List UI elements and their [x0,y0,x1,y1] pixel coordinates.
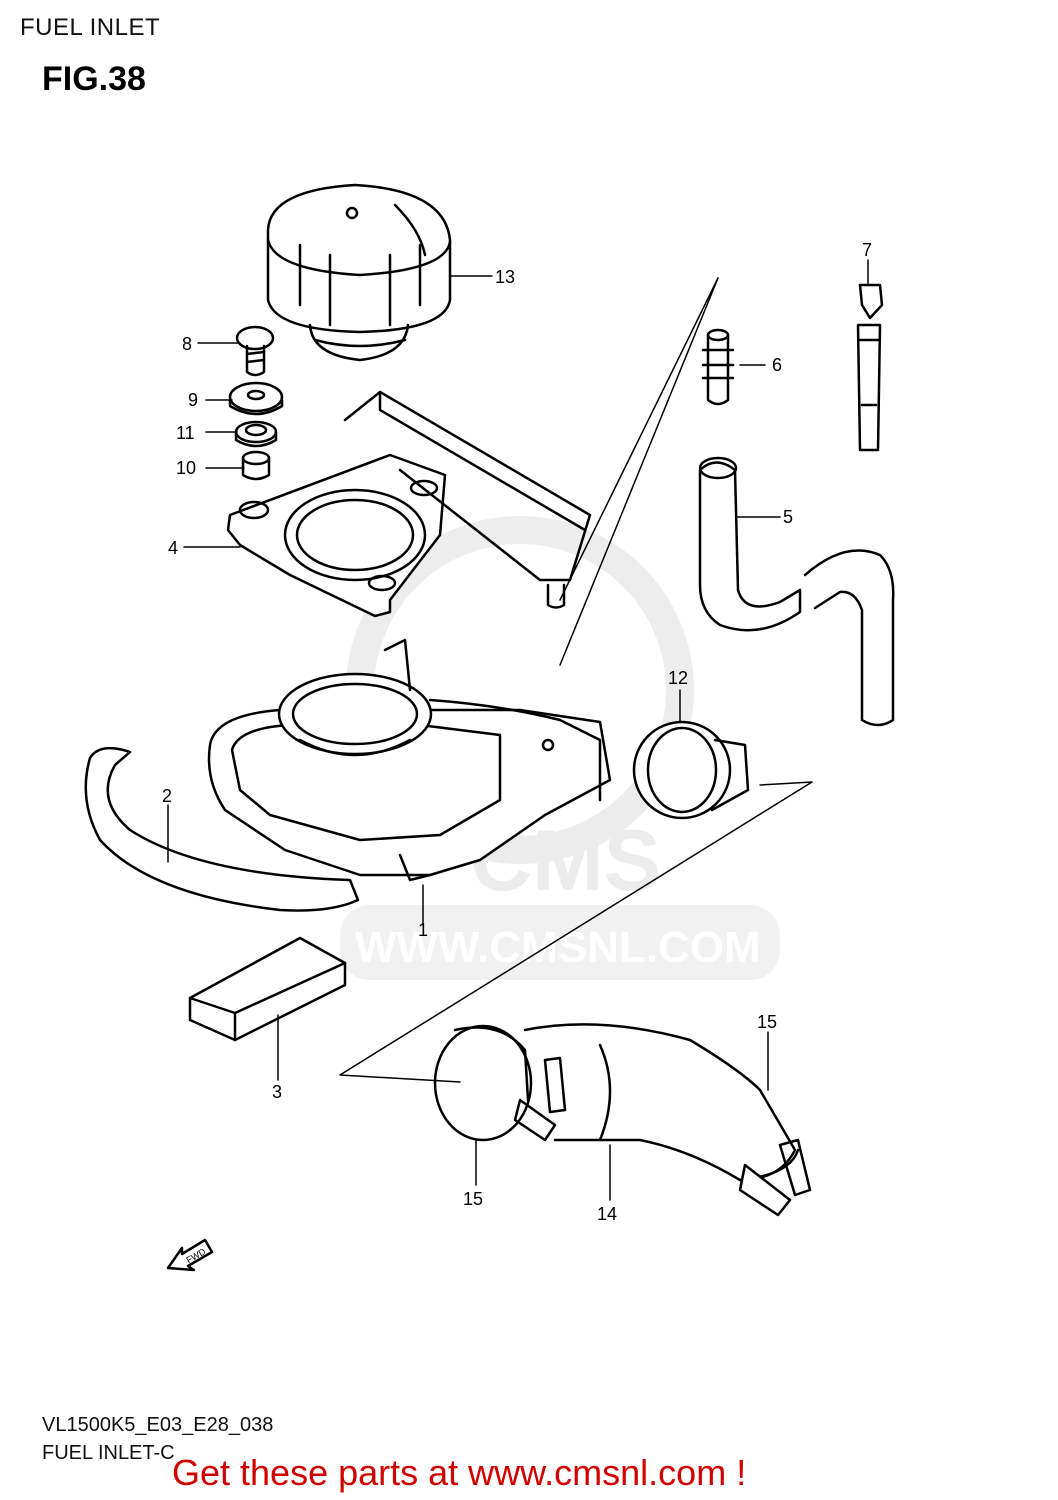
clamp-part-12 [632,720,750,820]
clip-part-7 [856,283,884,452]
clamp-part-15a [433,1024,567,1142]
callout-1: 1 [418,920,428,940]
callout-7: 7 [862,240,872,260]
washer-part-9 [228,381,284,416]
callout-6: 6 [772,355,782,375]
callout-10: 10 [176,458,196,478]
fuel-cap-part-13 [266,183,452,362]
callout-13: 13 [495,267,515,287]
callout-labels: 1 2 3 4 5 6 7 8 9 11 10 12 13 14 15 15 F… [162,240,872,1265]
bracket-part-4 [226,390,592,618]
grommet-part-11 [234,420,278,448]
callout-15-left: 15 [463,1189,483,1209]
callout-9: 9 [188,390,198,410]
callout-4: 4 [168,538,178,558]
diagram-code: VL1500K5_E03_E28_038 [42,1414,274,1436]
spacer-part-10 [241,450,271,481]
page-header-title: FUEL INLET [20,14,161,41]
joint-part-6 [701,328,735,406]
clamp-part-15b [738,1138,812,1217]
callout-3: 3 [272,1082,282,1102]
forward-arrow-icon [166,1238,214,1272]
callout-8: 8 [182,334,192,354]
callout-14: 14 [597,1204,617,1224]
screw-part-8 [235,325,275,377]
callout-5: 5 [783,507,793,527]
promo-link[interactable]: Get these parts at www.cmsnl.com ! [172,1452,747,1493]
diagram-name: FUEL INLET-C [42,1442,175,1464]
callout-12: 12 [668,668,688,688]
watermark-url: WWW.CMSNL.COM [355,923,761,972]
breather-hose-part-5 [698,456,895,727]
callout-11: 11 [176,423,195,443]
figure-label: FIG.38 [42,60,146,98]
hose-part-14 [523,1023,800,1182]
seal-strip-part-2 [84,746,360,912]
fuel-inlet-part-1 [207,638,612,882]
leader-lines [167,259,869,1201]
callout-15-right: 15 [757,1012,777,1032]
callout-2: 2 [162,786,172,806]
foam-block-part-3 [188,936,347,1042]
